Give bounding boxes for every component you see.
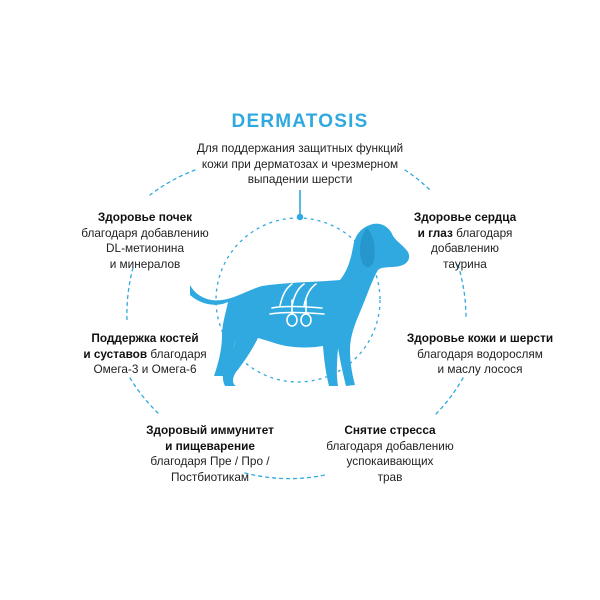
dog-silhouette — [190, 223, 410, 386]
benefit-skin-title: Здоровье кожи и шерсти — [406, 331, 554, 345]
benefit-heart-title-2: и глаз — [417, 225, 453, 240]
ring-arc-lower-left — [129, 377, 161, 416]
benefit-skin: Здоровье кожи и шерсти благодаря водорос… — [385, 331, 575, 378]
ring-arc-left — [126, 267, 134, 321]
intro-line-1: Для поддержания защитных функций — [196, 141, 404, 155]
diagram-title: DERMATOSIS — [231, 111, 369, 132]
intro-text: Для поддержания защитных функций кожи пр… — [170, 141, 430, 188]
hair-follicle-icon — [269, 283, 325, 327]
ring-arc-right — [457, 264, 467, 319]
benefit-stress-line-3: трав — [377, 469, 403, 484]
benefit-immunity-title-2: и пищеварение — [165, 438, 255, 453]
benefit-heart: Здоровье сердца и глаз благодаря добавле… — [385, 210, 545, 272]
intro-line-3: выпадении шерсти — [247, 172, 353, 187]
benefit-bones-title-2: и суставов — [83, 346, 148, 361]
benefit-skin-line-2: и маслу лосося — [437, 362, 523, 377]
benefit-bones: Поддержка костей и суставов благодаря Ом… — [55, 331, 235, 378]
benefit-kidney: Здоровье почек благодаря добавлению DL-м… — [60, 210, 230, 272]
benefit-stress-title: Снятие стресса — [344, 423, 436, 437]
benefit-kidney-line-2: DL-метионина — [105, 241, 185, 256]
benefit-immunity-title-1: Здоровый иммунитет — [146, 423, 274, 437]
benefit-kidney-title: Здоровье почек — [97, 210, 193, 224]
dog-ear — [359, 228, 375, 268]
outer-dashed-ring — [126, 169, 467, 480]
benefit-skin-line-1: благодаря водорослям — [417, 346, 543, 361]
benefit-stress-line-2: успокаивающих — [346, 454, 434, 469]
ring-arc-top-right — [404, 169, 431, 191]
ring-arc-top-left — [149, 169, 196, 196]
benefit-immunity-line-1: благодаря Пре / Про / — [150, 454, 270, 469]
benefit-stress-line-1: благодаря добавлению — [326, 438, 454, 453]
benefit-immunity-line-2: Постбиотикам — [170, 469, 250, 484]
intro-line-2: кожи при дерматозах и чрезмерном — [201, 156, 399, 171]
benefit-heart-title-1: Здоровье сердца — [413, 210, 517, 224]
benefit-kidney-line-3: и минералов — [109, 256, 181, 271]
benefit-bones-line-1: Омега-3 и Омега-6 — [93, 362, 197, 377]
benefit-heart-line-2: таурина — [443, 256, 487, 271]
benefit-heart-line-1: добавлению — [431, 241, 499, 256]
ring-arc-lower-right — [434, 377, 464, 416]
connector-dot — [296, 213, 304, 221]
benefit-bones-title-1: Поддержка костей — [91, 331, 199, 345]
benefit-heart-tail: благодаря — [452, 225, 513, 240]
benefit-kidney-line-1: благодаря добавлению — [81, 225, 209, 240]
benefit-stress: Снятие стресса благодаря добавлению успо… — [310, 423, 470, 485]
ring-arc-bottom — [244, 472, 326, 480]
benefit-immunity: Здоровый иммунитет и пищеварение благода… — [125, 423, 295, 485]
benefit-bones-tail: благодаря — [147, 346, 207, 361]
